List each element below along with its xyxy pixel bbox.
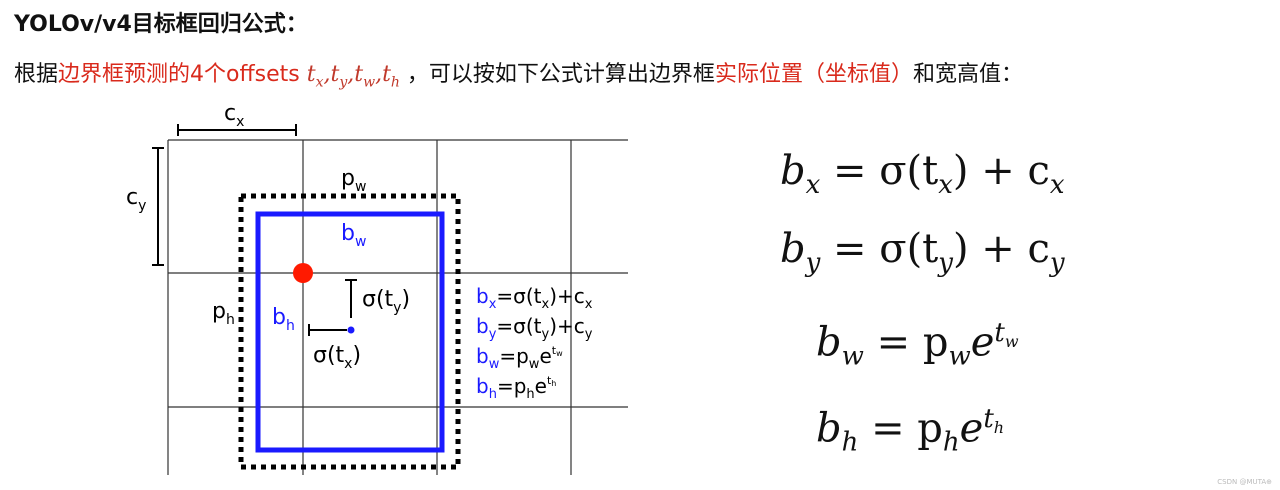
intro-suffix: 和宽高值：: [912, 62, 1023, 87]
cy-ruler: [152, 147, 164, 266]
grid-cell-corner-point: [293, 263, 313, 283]
cx-ruler: [177, 124, 297, 136]
watermark: CSDN @MUTA⊕: [1217, 478, 1272, 486]
mini-formula-bh: bh=pheth: [476, 374, 556, 402]
sigma-ty-label: σ(ty): [362, 287, 410, 316]
formula-by: by = σ(ty) + cy: [780, 226, 1065, 278]
sigma-ty-marker: [345, 279, 357, 318]
intro-offset-vars: tx,ty,tw,th: [306, 62, 400, 91]
anchor-box: [238, 193, 461, 470]
pw-label: pw: [341, 166, 366, 195]
intro-highlight-offsets: 边界框预测的4个offsets: [58, 62, 300, 87]
intro-middle: ，可以按如下公式计算出边界框: [399, 62, 715, 87]
intro-line: 根据边界框预测的4个offsets tx,ty,tw,th ，可以按如下公式计算…: [14, 56, 1023, 90]
sigma-tx-marker: [308, 324, 347, 336]
box-center-point: [347, 326, 355, 334]
mini-formula-bx: bx=σ(tx)+cx: [476, 284, 593, 312]
grid: [167, 139, 628, 475]
mini-formula-by: by=σ(ty)+cy: [476, 314, 593, 342]
cy-label: cy: [126, 185, 146, 214]
predicted-box: [255, 211, 445, 453]
intro-prefix: 根据: [14, 62, 59, 87]
formula-bw: bw = pwetw: [816, 318, 1019, 372]
ph-label: ph: [212, 299, 235, 328]
intro-highlight-position: 实际位置（坐标值）: [714, 62, 913, 87]
cx-label: cx: [224, 101, 244, 130]
page-title: YOLOv/v4目标框回归公式：: [14, 12, 308, 37]
bw-label: bw: [341, 221, 366, 250]
bh-label: bh: [272, 305, 295, 334]
sigma-tx-label: σ(tx): [313, 343, 361, 372]
formula-bx: bx = σ(tx) + cx: [780, 148, 1065, 200]
mini-formula-bw: bw=pwetw: [476, 344, 563, 372]
formula-bh: bh = pheth: [816, 404, 1005, 458]
